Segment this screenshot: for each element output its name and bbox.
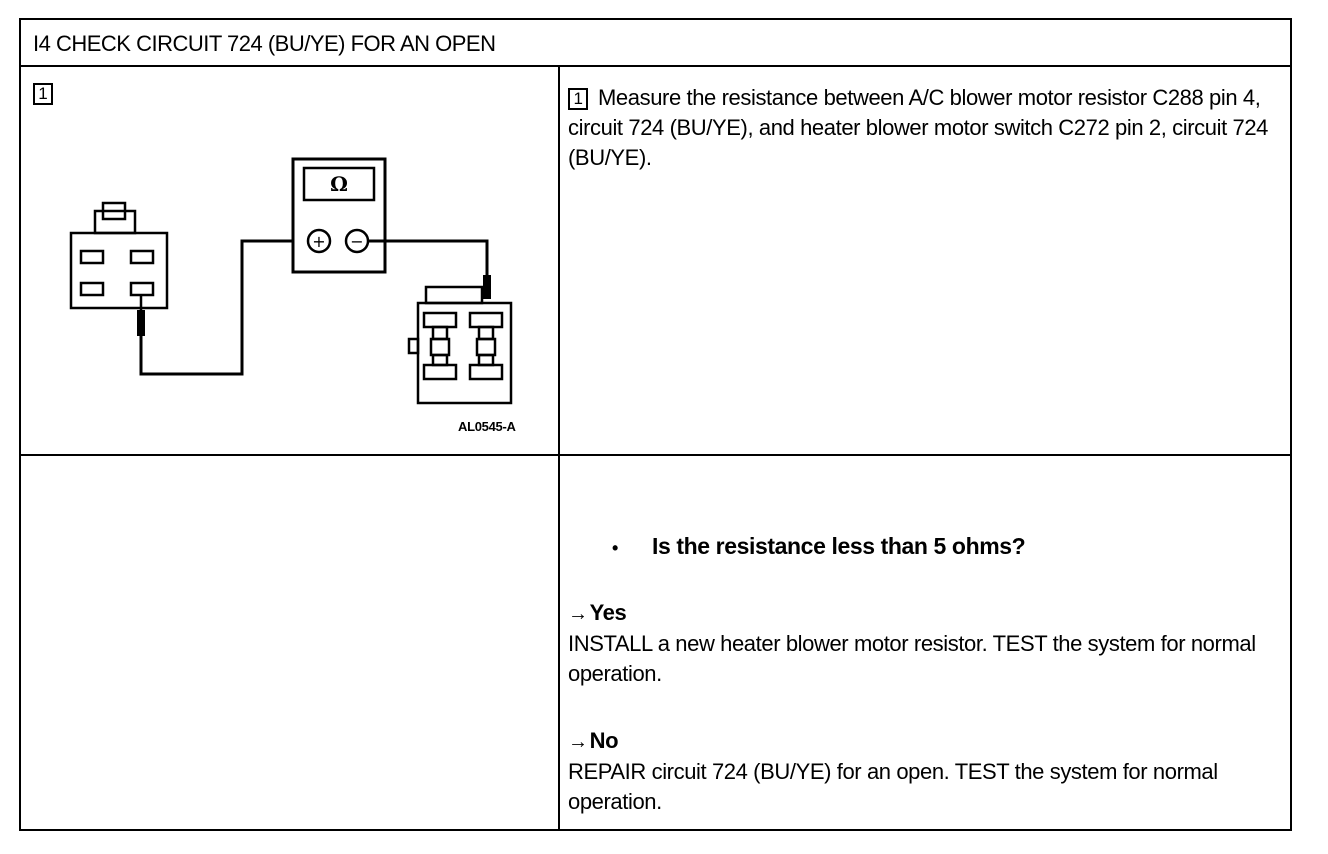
figure-cell: Ω + −	[21, 67, 560, 454]
multimeter-diagram: Ω + −	[69, 157, 513, 405]
title-row: I4 CHECK CIRCUIT 724 (BU/YE) FOR AN OPEN	[21, 20, 1290, 67]
result-row: •Is the resistance less than 5 ohms? →Ye…	[21, 456, 1290, 829]
plus-symbol: +	[312, 232, 325, 251]
instruction-text: Measure the resistance between A/C blowe…	[568, 85, 1268, 170]
bullet: •	[612, 538, 618, 558]
page-title: I4 CHECK CIRCUIT 724 (BU/YE) FOR AN OPEN	[33, 31, 496, 56]
figure-code: AL0545-A	[458, 419, 516, 434]
procedure-table: I4 CHECK CIRCUIT 724 (BU/YE) FOR AN OPEN	[19, 18, 1292, 831]
positive-jack	[306, 228, 332, 254]
question: • Is the resistance less than 5 ohms?	[612, 533, 1026, 560]
answer-yes: →Yes INSTALL a new heater blower motor r…	[568, 598, 1298, 689]
instruction-step-number: 1	[568, 88, 588, 110]
minus-symbol: −	[350, 232, 363, 251]
probe-left	[137, 295, 145, 336]
answer-no-heading: →No	[568, 726, 1298, 757]
step-row: Ω + −	[21, 67, 1290, 456]
arrow-icon: →	[568, 731, 588, 753]
test-lead-negative	[368, 239, 489, 275]
answer-yes-label: Yes	[589, 600, 627, 625]
probe-right	[483, 275, 491, 299]
answer-no-text: REPAIR circuit 724 (BU/YE) for an open. …	[568, 759, 1218, 814]
arrow-icon: →	[568, 603, 588, 625]
connector-c288	[69, 201, 169, 310]
multimeter: Ω + −	[291, 157, 387, 274]
ohm-symbol: Ω	[330, 172, 348, 196]
answer-yes-heading: →Yes	[568, 598, 1298, 629]
answer-no: →No REPAIR circuit 724 (BU/YE) for an op…	[568, 726, 1298, 817]
figure-step-number: 1	[33, 83, 53, 105]
result-cell: •Is the resistance less than 5 ohms? →Ye…	[560, 456, 1290, 829]
answer-no-label: No	[589, 728, 619, 753]
answer-yes-text: INSTALL a new heater blower motor resist…	[568, 631, 1256, 686]
question-text: Is the resistance less than 5 ohms?	[652, 533, 1026, 559]
empty-cell	[21, 456, 560, 829]
test-lead-positive	[139, 239, 304, 376]
connector-c272	[407, 285, 513, 405]
